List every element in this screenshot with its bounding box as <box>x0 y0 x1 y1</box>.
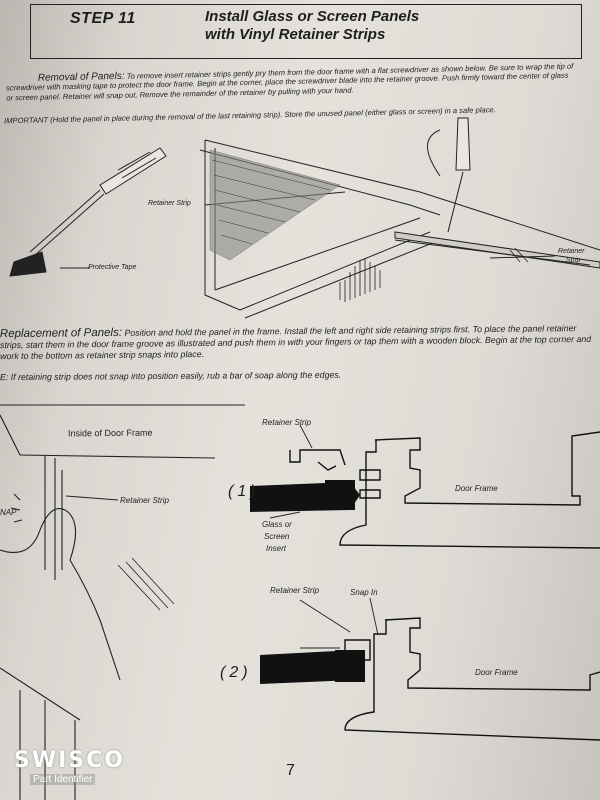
title-box <box>30 4 582 59</box>
label-retainer-strip-bottom: Retainer Strip <box>270 586 319 595</box>
label-inside-door-frame: Inside of Door Frame <box>67 427 153 439</box>
label-screen: Screen <box>264 532 290 541</box>
label-protective-tape: Protective Tape <box>88 264 137 271</box>
label-retainer-right: Retainer <box>558 248 585 255</box>
brand-watermark: SWISCO Part Identifier <box>8 748 163 792</box>
label-retainer-strip-top: Retainer Strip <box>262 418 311 427</box>
label-step-1: (1) <box>228 483 260 500</box>
label-snap: NAP <box>0 508 17 517</box>
label-glass: Glass or <box>262 520 292 529</box>
brand-name: SWISCO <box>14 748 125 773</box>
label-door-frame-2: Door Frame <box>475 668 518 677</box>
label-step-2: (2) <box>220 664 252 681</box>
label-retainer-strip-1: Retainer Strip <box>148 200 191 207</box>
step-title: Install Glass or Screen Panels with Viny… <box>205 8 505 44</box>
label-strip-right: Strip <box>566 257 581 264</box>
label-snap-in: Snap In <box>350 588 378 597</box>
step-title-line1: Install Glass or Screen Panels <box>205 8 420 25</box>
label-retainer-strip-2: Retainer Strip <box>120 496 169 505</box>
step-number: STEP 11 <box>70 10 136 27</box>
step-title-line2: with Vinyl Retainer Strips <box>205 26 386 43</box>
brand-subtitle: Part Identifier <box>30 774 96 785</box>
page-number: 7 <box>286 762 295 779</box>
label-door-frame-1: Door Frame <box>455 484 498 493</box>
label-insert: Insert <box>266 544 287 553</box>
